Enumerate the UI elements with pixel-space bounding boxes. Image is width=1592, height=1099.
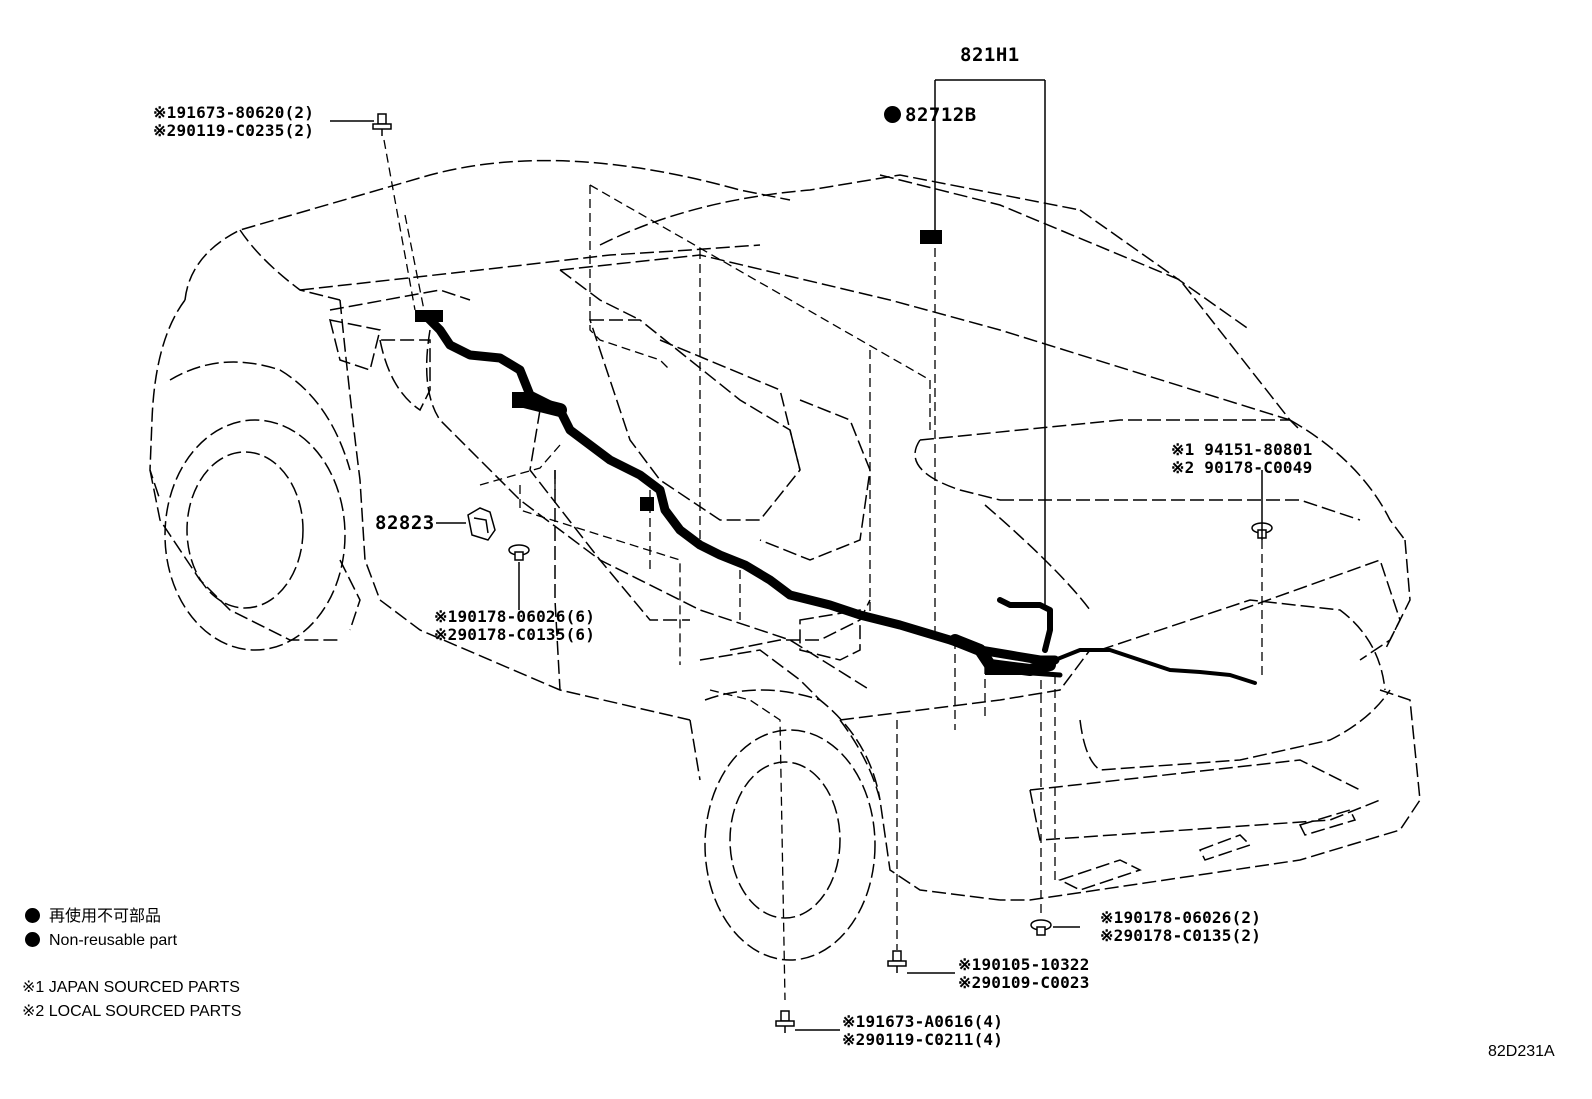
figure-code: 82D231A <box>1488 1043 1555 1060</box>
legend-note-japan-sourced: ※1 JAPAN SOURCED PARTS <box>22 979 240 996</box>
clip-left-icon <box>508 544 530 561</box>
legend-non-reusable-ja: 再使用不可部品 <box>25 906 161 927</box>
bolt-bottom-icon <box>775 1010 795 1034</box>
legend-note-local-sourced: ※2 LOCAL SOURCED PARTS <box>22 1003 242 1020</box>
vehicle-body-outline <box>149 159 1421 901</box>
bracket-82823-shape <box>467 507 496 541</box>
indicator-dashed-lines <box>383 139 1263 1001</box>
label-bolt-bottom: ※191673-A0616(4) ※290119-C0211(4) <box>842 1012 1004 1049</box>
non-reusable-dot-icon <box>25 932 40 947</box>
screw-top-left-icon <box>372 113 392 137</box>
label-bolt-center: ※190105-10322 ※290109-C0023 <box>958 955 1090 992</box>
rear-wheel <box>704 689 881 961</box>
label-clamp-82712B: 82712B <box>884 104 977 126</box>
label-bracket-82823: 82823 <box>375 512 435 534</box>
label-clip-rear-right: ※1 94151-80801 ※2 90178-C0049 <box>1171 440 1313 477</box>
leader-lines <box>330 79 1263 1031</box>
legend-non-reusable-en: Non-reusable part <box>25 931 177 951</box>
label-clip-bottom-right: ※190178-06026(2) ※290178-C0135(2) <box>1100 908 1262 945</box>
bolt-center-icon <box>887 950 907 974</box>
non-reusable-dot-icon <box>25 908 40 923</box>
non-reusable-dot-icon <box>884 106 901 123</box>
harness-connectors <box>415 230 1045 675</box>
label-harness-821H1: 821H1 <box>960 44 1020 66</box>
label-screw-top-left: ※191673-80620(2) ※290119-C0235(2) <box>153 103 315 140</box>
front-wheel <box>164 361 351 651</box>
clip-bottom-right-icon <box>1030 919 1052 936</box>
label-clip-left: ※190178-06026(6) ※290178-C0135(6) <box>434 607 596 644</box>
